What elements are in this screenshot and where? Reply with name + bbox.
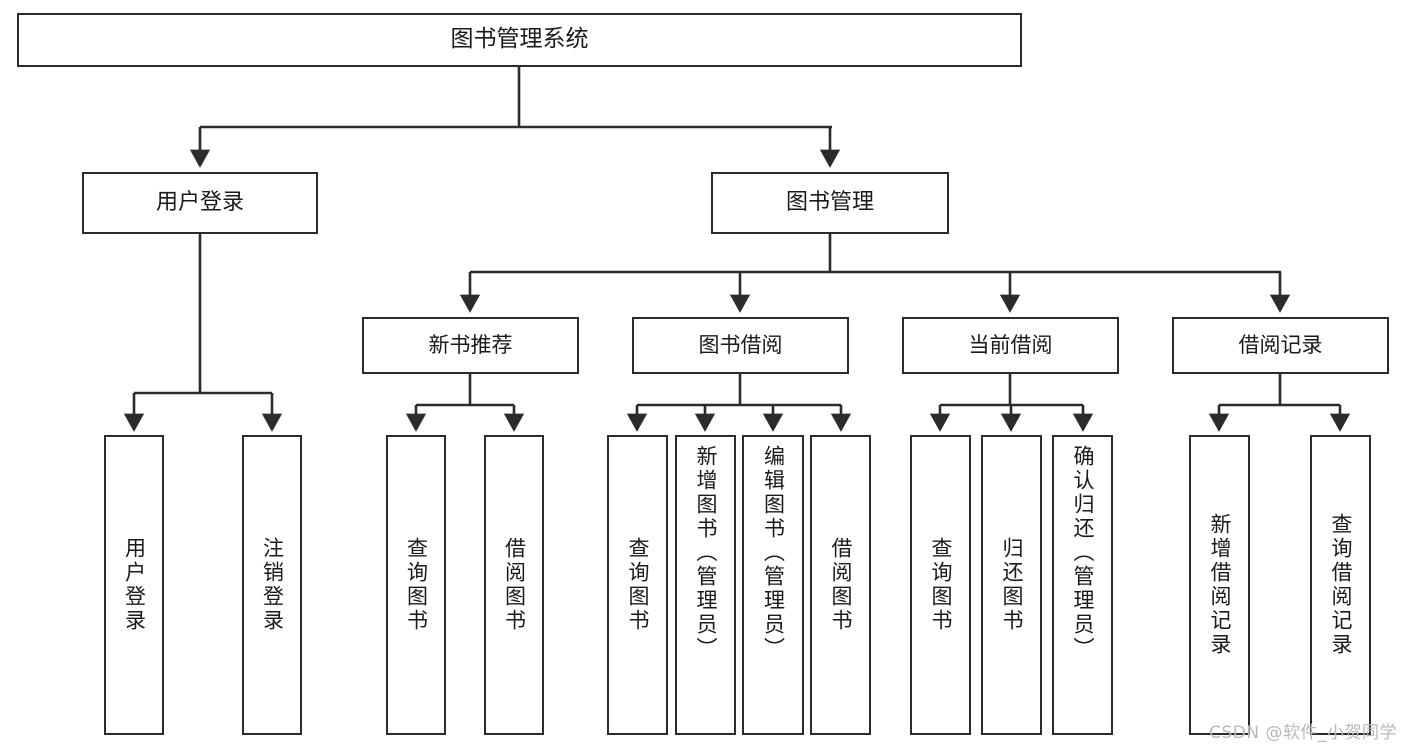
node-leaf-return-book[interactable]: 归还图书 <box>981 435 1042 735</box>
node-leaf-edit-book-admin[interactable]: 编辑图书（管理员） <box>742 435 804 735</box>
node-book-borrow-label: 图书借阅 <box>698 333 783 358</box>
node-leaf-return-book-label: 归还图书 <box>1000 537 1024 633</box>
node-user-login[interactable]: 用户登录 <box>82 172 318 234</box>
node-leaf-add-borrow-record-label: 新增借阅记录 <box>1208 513 1232 657</box>
node-user-login-label: 用户登录 <box>155 190 244 216</box>
node-current-borrow[interactable]: 当前借阅 <box>902 317 1119 374</box>
node-leaf-add-book-admin[interactable]: 新增图书（管理员） <box>675 435 736 735</box>
node-leaf-borrow-book-recommend-label: 借阅图书 <box>502 537 527 633</box>
node-leaf-query-book-borrow[interactable]: 查询图书 <box>607 435 668 735</box>
node-leaf-query-book-recommend[interactable]: 查询图书 <box>386 435 446 735</box>
node-borrow-record-label: 借阅记录 <box>1238 333 1323 358</box>
node-current-borrow-label: 当前借阅 <box>968 333 1053 358</box>
node-leaf-user-login-label: 用户登录 <box>122 537 147 633</box>
node-root[interactable]: 图书管理系统 <box>17 13 1022 67</box>
node-leaf-query-book-current[interactable]: 查询图书 <box>910 435 971 735</box>
node-leaf-borrow-book[interactable]: 借阅图书 <box>810 435 871 735</box>
watermark-text: CSDN @软件_小贺同学 <box>1209 723 1397 743</box>
node-new-book-recommend[interactable]: 新书推荐 <box>362 317 579 374</box>
node-leaf-user-logout[interactable]: 注销登录 <box>242 435 302 735</box>
node-leaf-query-borrow-record[interactable]: 查询借阅记录 <box>1310 435 1371 735</box>
node-book-borrow[interactable]: 图书借阅 <box>632 317 849 374</box>
node-book-manage[interactable]: 图书管理 <box>711 172 949 234</box>
node-leaf-borrow-book-label: 借阅图书 <box>829 537 853 633</box>
node-borrow-record[interactable]: 借阅记录 <box>1172 317 1389 374</box>
node-leaf-query-book-recommend-label: 查询图书 <box>404 537 429 633</box>
node-leaf-confirm-return-admin[interactable]: 确认归还（管理员） <box>1052 435 1113 735</box>
node-book-manage-label: 图书管理 <box>785 190 874 216</box>
node-leaf-confirm-return-admin-label: 确认归还（管理员） <box>1071 445 1095 661</box>
node-leaf-query-book-borrow-label: 查询图书 <box>626 537 650 633</box>
node-leaf-borrow-book-recommend[interactable]: 借阅图书 <box>484 435 544 735</box>
node-leaf-query-book-current-label: 查询图书 <box>929 537 953 633</box>
node-leaf-add-book-admin-label: 新增图书（管理员） <box>694 445 718 661</box>
node-leaf-edit-book-admin-label: 编辑图书（管理员） <box>761 445 786 661</box>
node-leaf-query-borrow-record-label: 查询借阅记录 <box>1329 513 1353 657</box>
node-root-label: 图书管理系统 <box>450 26 589 53</box>
node-leaf-user-logout-label: 注销登录 <box>260 537 285 633</box>
node-leaf-add-borrow-record[interactable]: 新增借阅记录 <box>1189 435 1250 735</box>
node-leaf-user-login[interactable]: 用户登录 <box>104 435 164 735</box>
node-new-book-recommend-label: 新书推荐 <box>428 333 513 358</box>
